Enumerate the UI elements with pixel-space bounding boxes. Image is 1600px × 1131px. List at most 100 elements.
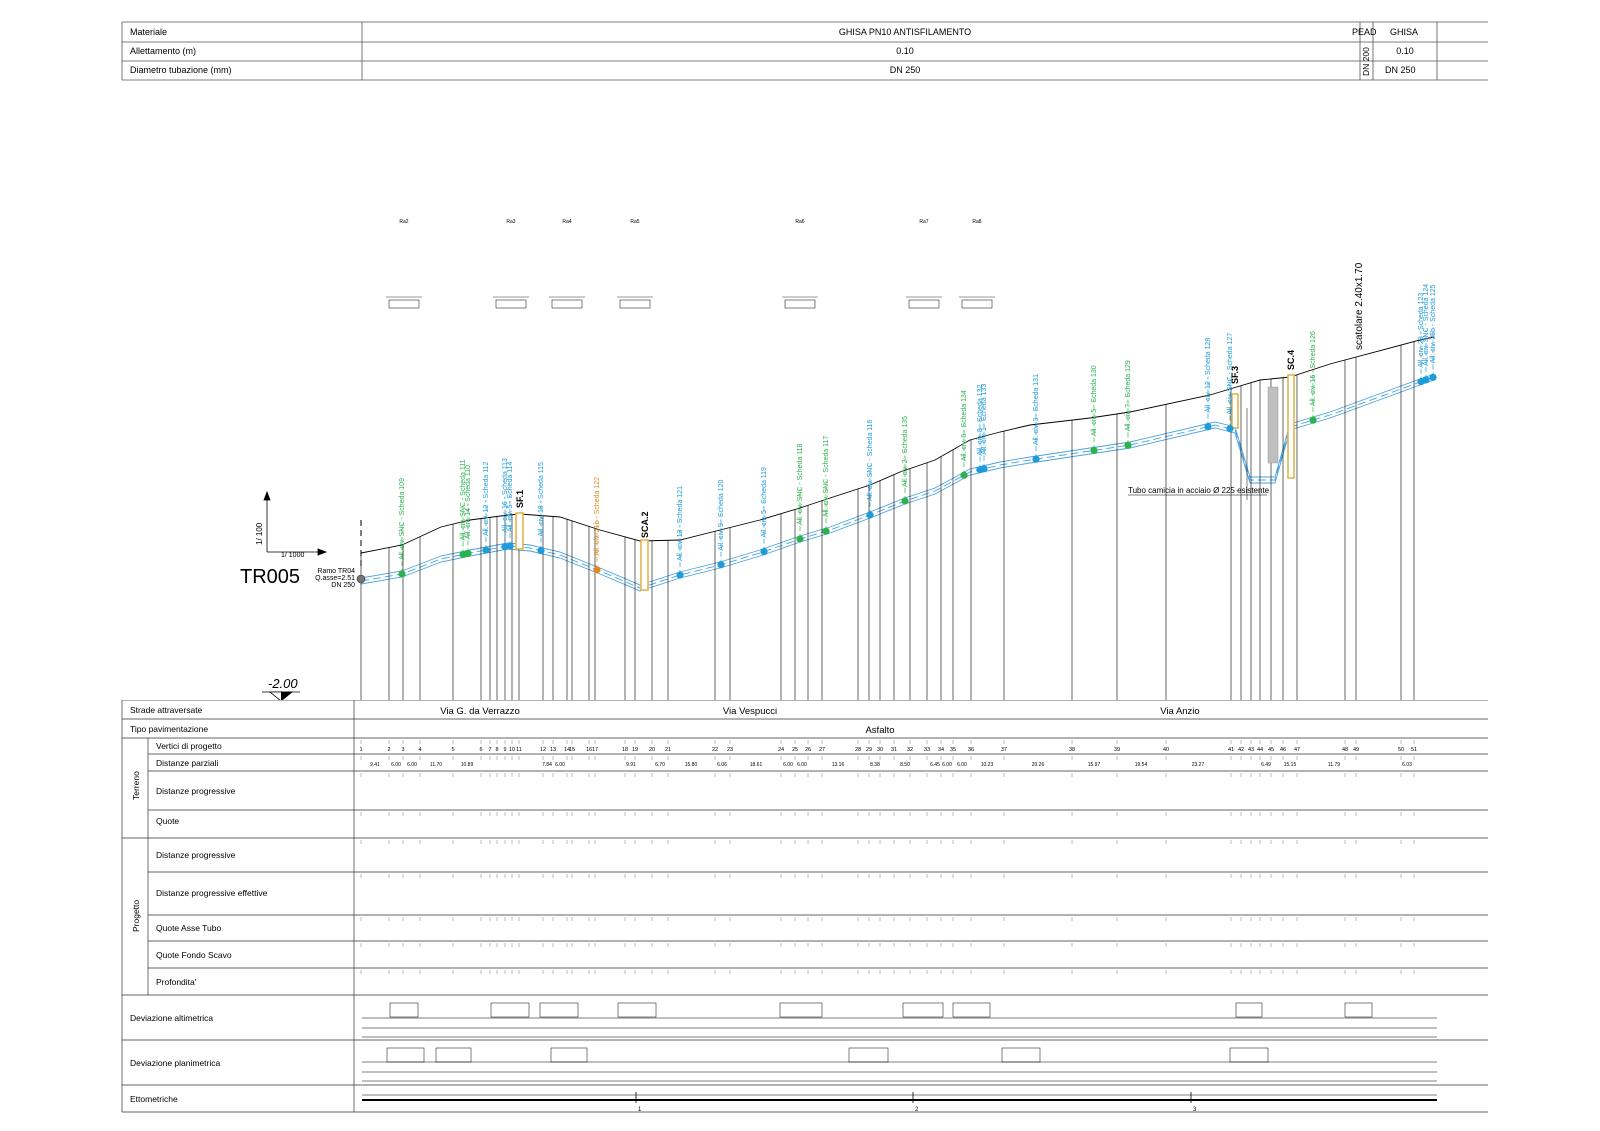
connection-dot <box>1090 446 1098 454</box>
label-sca2: SCA.2 <box>640 511 650 538</box>
connection-label: All. civ. 12 - Scheda 128 <box>1205 338 1212 413</box>
connection-label: All. civ. 12 - Scheda 112 <box>483 461 490 536</box>
connection-label: All. civ. 5 - Scheda 114 <box>507 462 514 533</box>
vertex-number: 23 <box>727 747 733 753</box>
station-lines <box>360 341 1415 700</box>
connection-dot <box>676 571 684 579</box>
connection-label: All. civ. SNC - Scheda 124 <box>1423 284 1430 366</box>
header-diametro-right: DN 250 <box>1385 65 1416 75</box>
row-pavimentazione: Tipo pavimentazione <box>130 724 208 734</box>
connection-dot <box>960 471 968 479</box>
connection-label: All. civ. SNC - Scheda 117 <box>823 436 830 518</box>
vertex-number: 35 <box>950 747 956 753</box>
partial-distance: 6.03 <box>1402 762 1412 768</box>
connection-dot <box>796 535 804 543</box>
vertex-number: 15 <box>569 747 575 753</box>
structures <box>515 374 1295 591</box>
row-vertici: Vertici di progetto <box>156 741 222 751</box>
vertex-number: 33 <box>924 747 930 753</box>
header-material-right: GHISA <box>1390 27 1419 37</box>
connection-dot <box>760 548 768 556</box>
street-verrazzo: Via G. da Verrazzo <box>440 706 520 717</box>
connection-label: All. civ. 3 - Scheda 131 <box>1033 374 1040 445</box>
scale-horizontal: 1/ 1000 <box>281 552 304 559</box>
header-material-mid: PEAD <box>1352 27 1377 37</box>
connection-label: All. civ. 5 - Scheda 130 <box>1091 365 1098 436</box>
culvert-note: scatolare 2.40x1.70 <box>1354 262 1365 350</box>
label-sf3: SF.3 <box>1230 366 1240 384</box>
vertex-number: 38 <box>1069 747 1075 753</box>
structure-sf1 <box>515 512 524 550</box>
vertex-number: 9 <box>503 747 506 753</box>
row-dist-parziali: Distanze parziali <box>156 758 218 768</box>
vertex-number: 24 <box>778 747 784 753</box>
connection-label: All. civ. 14 - Scheda 110 <box>465 465 472 540</box>
planimetric-deviation-box <box>435 1047 472 1063</box>
partial-distance: 18.61 <box>750 762 763 768</box>
vertex-number: 21 <box>665 747 671 753</box>
datum-label: -2.00 <box>268 676 298 691</box>
radius-label: Ra4 <box>562 219 571 225</box>
row-dist-progressive-progetto: Distanze progressive <box>156 850 236 860</box>
partial-distance: 9.41 <box>370 762 380 768</box>
vertex-number: 13 <box>550 747 556 753</box>
connection-dot <box>980 465 988 473</box>
row-dev-planimetrica: Deviazione planimetrica <box>130 1058 221 1068</box>
vertex-number: 49 <box>1353 747 1359 753</box>
vertex-number: 29 <box>866 747 872 753</box>
label-sc4: SC.4 <box>1286 350 1296 370</box>
vertex-number: 36 <box>968 747 974 753</box>
datum-marker-fill <box>281 692 292 700</box>
planimetric-deviation-box <box>386 1047 425 1063</box>
label-sf1: SF.1 <box>515 490 525 508</box>
row-quote-asse: Quote Asse Tubo <box>156 923 221 933</box>
connection-label: All. civ. SNC - Scheda 116 <box>867 419 874 501</box>
vertex-number: 18 <box>622 747 628 753</box>
partial-distance: 6.00 <box>407 762 417 768</box>
vertex-number: 32 <box>907 747 913 753</box>
partial-distance: 6.00 <box>797 762 807 768</box>
connection-label: All. civ. 9 - Scheda 120 <box>718 480 725 551</box>
header-grid <box>121 21 1488 81</box>
vertex-number: 27 <box>819 747 825 753</box>
connection-label: All. civ. SNC - Scheda 109 <box>399 478 406 560</box>
deviation-boxes <box>386 1002 1373 1063</box>
radius-box <box>551 299 583 309</box>
vertex-number: 19 <box>632 747 638 753</box>
row-ettometriche: Ettometriche <box>130 1094 178 1104</box>
radius-box <box>908 299 940 309</box>
connection-dot <box>1309 416 1317 424</box>
vertex-number: 34 <box>938 747 944 753</box>
row-quote: Quote <box>156 816 179 826</box>
connection-label: All. civ. 13 - Scheda 121 <box>677 486 684 561</box>
connection-label: All. civ. 21b - Scheda 122 <box>594 477 601 556</box>
connection-dot <box>506 542 514 550</box>
hectometric-band <box>362 1092 1437 1103</box>
vertex-number: 26 <box>805 747 811 753</box>
vertex-number: 39 <box>1114 747 1120 753</box>
row-profondita: Profondita' <box>156 977 197 987</box>
radius-label: Ra2 <box>399 219 408 225</box>
header-label-diametro: Diametro tubazione (mm) <box>130 65 232 75</box>
sleeve-note: Tubo camicia in acciaio Ø 225 esistente <box>1128 486 1270 495</box>
group-terreno: Terreno <box>131 771 141 800</box>
vertex-number: 47 <box>1294 747 1300 753</box>
partial-distance: 11.70 <box>430 762 442 768</box>
partial-distance: 19.54 <box>1135 762 1148 768</box>
partial-distance: 8.50 <box>900 762 910 768</box>
altimetric-deviation-box <box>1235 1002 1263 1018</box>
radius-box <box>388 299 420 309</box>
partial-distance: 6.70 <box>655 762 665 768</box>
partial-distance: 6.49 <box>1261 762 1271 768</box>
vertex-number: 12 <box>540 747 546 753</box>
header-label-materiale: Materiale <box>130 27 168 37</box>
deviation-bands <box>362 1017 1437 1082</box>
altimetric-deviation-box <box>902 1002 944 1018</box>
row-strade: Strade attraversate <box>130 705 203 715</box>
vertex-number: 46 <box>1280 747 1286 753</box>
altimetric-deviation-box <box>779 1002 823 1018</box>
partial-distance: 15.15 <box>1284 762 1297 768</box>
connection-dot <box>1124 441 1132 449</box>
row-dist-progressive-effettive: Distanze progressive effettive <box>156 888 268 898</box>
vertex-number: 1 <box>359 747 362 753</box>
